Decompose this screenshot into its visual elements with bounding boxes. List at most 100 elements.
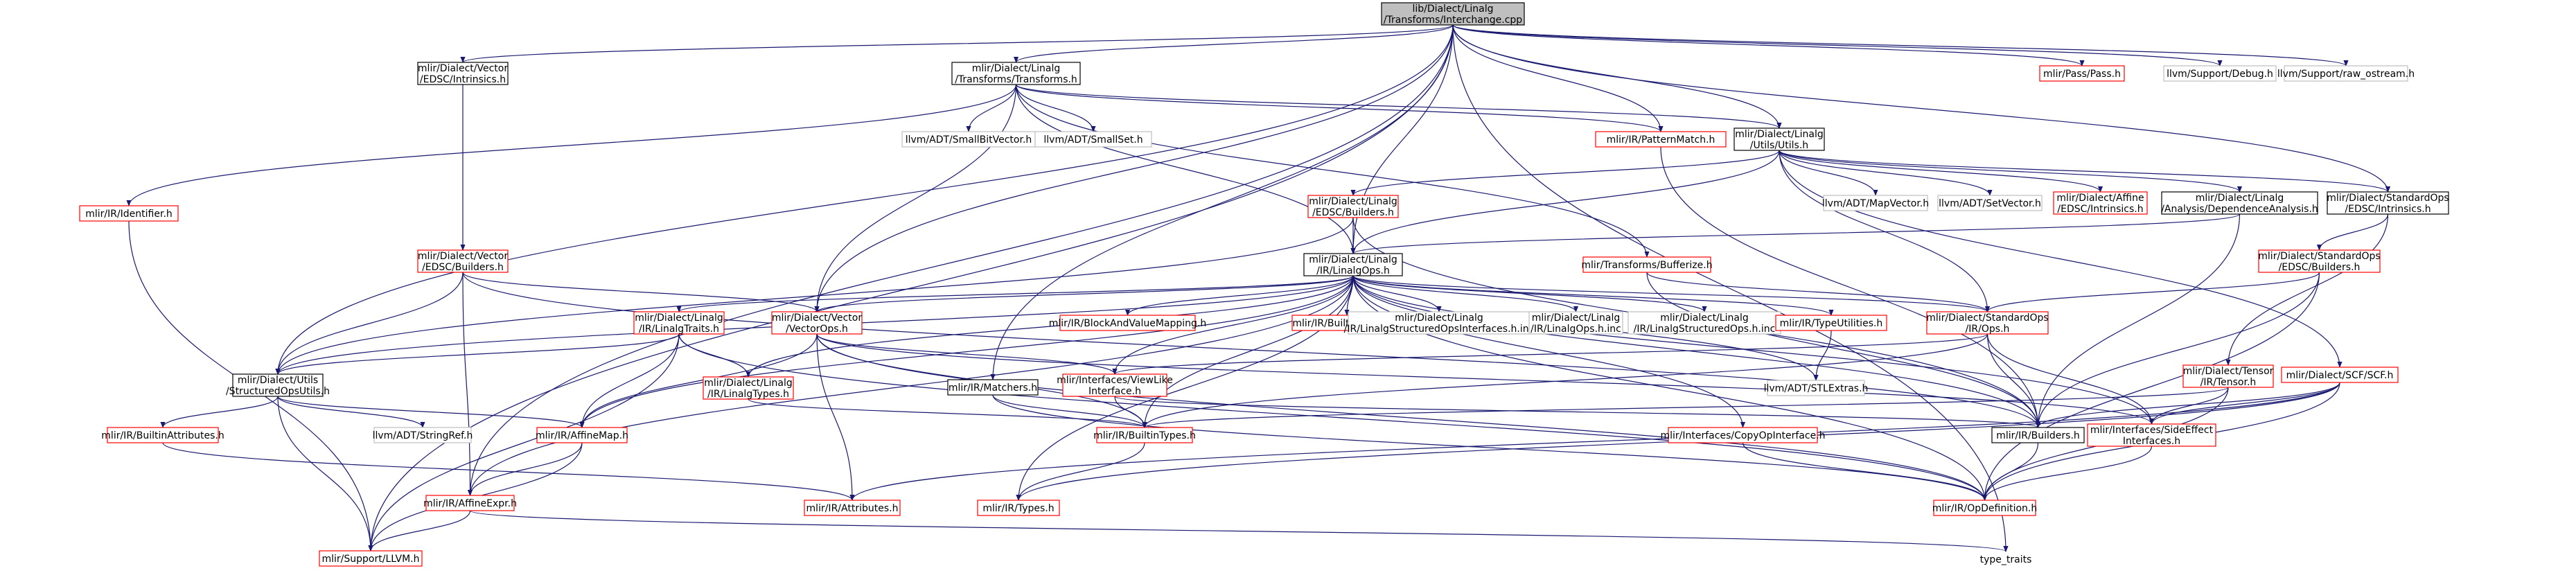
edge-structuredopsutils-to-stringref (277, 396, 425, 428)
node-label: mlir/Dialect/Linalg (1735, 129, 1823, 140)
node-opdefinition[interactable]: mlir/IR/OpDefinition.h (1932, 500, 2037, 516)
node-structuredopsutils[interactable]: mlir/Dialect/Utils/StructuredOpsUtils.h (226, 373, 330, 397)
node-label: /IR/LinalgStructuredOps.h.inc (1634, 324, 1776, 335)
node-builtinattributes[interactable]: mlir/IR/BuiltinAttributes.h (101, 427, 224, 443)
edge-transforms-to-vectorops (814, 84, 1017, 312)
edge-tensor-to-builtintypes (1142, 387, 2229, 428)
node-box (1062, 373, 1167, 397)
node-label: mlir/Dialect/Affine (2056, 193, 2144, 204)
edge-root-to-llvm_h (368, 24, 1454, 552)
node-stringref[interactable]: llvm/ADT/StringRef.h (373, 427, 473, 443)
edge-vec_edsc_builders-to-vectorops (462, 272, 820, 312)
node-linalgops_inc[interactable]: mlir/Dialect/Linalg/IR/LinalgOps.h.inc (1528, 311, 1623, 335)
node-mapvector[interactable]: llvm/ADT/MapVector.h (1822, 195, 1929, 211)
node-smallset[interactable]: llvm/ADT/SmallSet.h (1034, 131, 1152, 148)
node-affinemap[interactable]: mlir/IR/AffineMap.h (536, 427, 628, 443)
node-box (536, 427, 628, 443)
node-label: mlir/IR/OpDefinition.h (1932, 503, 2037, 514)
node-raw_ostream[interactable]: llvm/Support/raw_ostream.h (2277, 65, 2415, 82)
node-label: mlir/Transforms/Bufferize.h (1581, 260, 1712, 271)
node-setvector[interactable]: llvm/ADT/SetVector.h (1937, 195, 2043, 211)
edge-linalg_utils-to-affine_edsc_intr (1779, 150, 2103, 193)
node-bufferize[interactable]: mlir/Transforms/Bufferize.h (1581, 256, 1713, 273)
node-vectorops[interactable]: mlir/Dialect/Vector/VectorOps.h (771, 311, 863, 335)
node-std_edsc_builders[interactable]: mlir/Dialect/StandardOps/EDSC/Builders.h (2258, 249, 2381, 273)
edge-copyop-to-opdefinition (1742, 442, 1988, 501)
node-root: lib/Dialect/Linalg/Transforms/Interchang… (1381, 2, 1525, 26)
edge-linalgtraits-to-affinemap (579, 333, 680, 428)
node-label: mlir/IR/AffineMap.h (536, 430, 628, 441)
node-affine_edsc_intr[interactable]: mlir/Dialect/Affine/EDSC/Intrinsics.h (2053, 191, 2148, 215)
node-copyop[interactable]: mlir/Interfaces/CopyOpInterface.h (1661, 427, 1826, 443)
edge-vectorops-to-attributes (816, 333, 855, 501)
node-builders[interactable]: mlir/IR/Builders.h (1991, 427, 2085, 443)
node-label: /Analysis/DependenceAnalysis.h (2161, 204, 2318, 215)
edge-root-to-debug (1452, 24, 2223, 67)
node-vec_edsc_intr[interactable]: mlir/Dialect/Vector/EDSC/Intrinsics.h (417, 62, 509, 85)
node-structuredops_inc[interactable]: mlir/Dialect/Linalg/IR/LinalgStructuredO… (1627, 311, 1781, 335)
node-label: mlir/IR/Types.h (982, 503, 1054, 514)
node-std_edsc_intr[interactable]: mlir/Dialect/StandardOps/EDSC/Intrinsics… (2327, 191, 2449, 215)
edge-linalgops-to-sideeffect (1352, 275, 2155, 425)
node-scf[interactable]: mlir/Dialect/SCF/SCF.h (2281, 367, 2399, 383)
node-label: mlir/Dialect/StandardOps (1926, 312, 2048, 324)
edge-root-to-vec_edsc_intr (460, 24, 1454, 63)
node-affineexpr[interactable]: mlir/IR/AffineExpr.h (423, 495, 517, 511)
node-box (633, 311, 725, 335)
node-linalg_edsc_builders[interactable]: mlir/Dialect/Linalg/EDSC/Builders.h (1307, 195, 1399, 218)
node-box (1303, 253, 1403, 276)
node-label: llvm/ADT/SmallBitVector.h (906, 134, 1032, 146)
edge-scf-to-builders (2036, 382, 2340, 428)
node-box (1926, 311, 2049, 335)
node-vec_edsc_builders[interactable]: mlir/Dialect/Vector/EDSC/Builders.h (417, 249, 509, 273)
node-linalgtypes[interactable]: mlir/Dialect/Linalg/IR/LinalgTypes.h (703, 376, 794, 400)
node-dependence[interactable]: mlir/Dialect/Linalg/Analysis/DependenceA… (2161, 191, 2318, 215)
node-label: mlir/Interfaces/ViewLike (1057, 375, 1173, 386)
edge-std_ops-to-builtintypes (1142, 333, 1988, 428)
node-smallbitvector[interactable]: llvm/ADT/SmallBitVector.h (901, 131, 1036, 148)
node-pass[interactable]: mlir/Pass/Pass.h (2039, 65, 2125, 82)
node-builtintypes[interactable]: mlir/IR/BuiltinTypes.h (1093, 427, 1196, 443)
edge-builtintypes-to-types (1016, 442, 1145, 501)
edge-std_ops-to-sideeffect (1986, 333, 2155, 425)
edge-bufferize-to-builders (1646, 272, 2041, 428)
node-llvm_h[interactable]: mlir/Support/LLVM.h (319, 550, 423, 567)
node-label: mlir/Dialect/Vector (418, 251, 508, 262)
node-label: /IR/LinalgTypes.h (707, 389, 789, 400)
node-label: mlir/Dialect/Tensor (2183, 366, 2274, 377)
node-transforms[interactable]: mlir/Dialect/Linalg/Transforms/Transform… (951, 62, 1081, 85)
node-stlextras[interactable]: llvm/ADT/STLExtras.h (1764, 380, 1869, 396)
node-matchers[interactable]: mlir/IR/Matchers.h (947, 379, 1039, 396)
node-box (319, 550, 423, 567)
node-linalg_utils[interactable]: mlir/Dialect/Linalg/Utils/Utils.h (1733, 127, 1825, 151)
edge-linalgops-to-affinemap (579, 275, 1354, 428)
node-linalgtraits[interactable]: mlir/Dialect/Linalg/IR/LinalgTraits.h (633, 311, 725, 335)
node-attributes[interactable]: mlir/IR/Attributes.h (804, 500, 901, 516)
node-typeutilities[interactable]: mlir/IR/TypeUtilities.h (1775, 315, 1887, 331)
node-blockandvalue[interactable]: mlir/IR/BlockAndValueMapping.h (1049, 315, 1207, 331)
edge-linalg_utils-to-linalgops (1350, 150, 1780, 254)
node-linalgops[interactable]: mlir/Dialect/Linalg/IR/LinalgOps.h (1303, 253, 1403, 276)
edge-std_ops-to-viewlike (1112, 333, 1988, 375)
node-label: mlir/Dialect/StandardOps (2327, 193, 2449, 204)
node-tensor[interactable]: mlir/Dialect/Tensor/IR/Tensor.h (2182, 364, 2274, 388)
node-std_ops[interactable]: mlir/Dialect/StandardOps/IR/Ops.h (1926, 311, 2049, 335)
edge-linalg_utils-to-std_edsc_intr (1779, 150, 2390, 193)
node-label: mlir/Dialect/Linalg (1395, 312, 1483, 324)
edge-patternmatch-to-builders (1660, 146, 2041, 428)
node-box (1582, 256, 1711, 273)
node-debug[interactable]: llvm/Support/Debug.h (2163, 65, 2277, 82)
edge-linalgops-to-vectorops (814, 275, 1354, 312)
node-label: mlir/Dialect/Linalg (2196, 193, 2284, 204)
node-box (2039, 65, 2125, 82)
node-patternmatch[interactable]: mlir/IR/PatternMatch.h (1595, 131, 1727, 148)
node-label: llvm/Support/raw_ostream.h (2277, 69, 2415, 80)
node-box (977, 500, 1060, 516)
node-types[interactable]: mlir/IR/Types.h (977, 500, 1060, 516)
node-structuredopsinterfaces[interactable]: mlir/Dialect/Linalg/IR/LinalgStructuredO… (1344, 311, 1535, 335)
node-box (771, 311, 863, 335)
node-box (951, 62, 1081, 85)
node-identifier[interactable]: mlir/IR/Identifier.h (79, 205, 179, 222)
